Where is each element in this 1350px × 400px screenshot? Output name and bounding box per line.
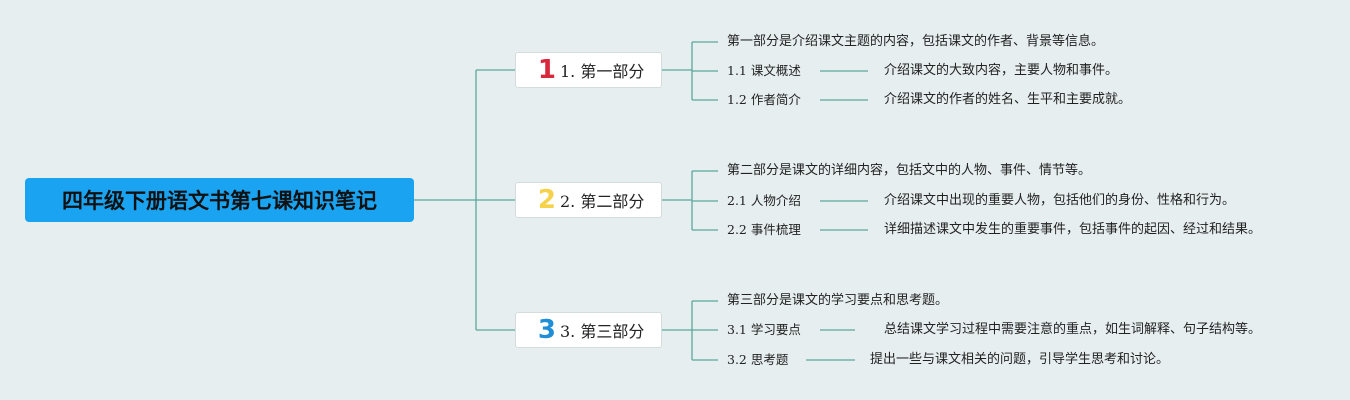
subtopic-detail-1-2[interactable]: 介绍课文的作者的姓名、生平和主要成就。 [884,92,1132,107]
subtopic-detail-2-2[interactable]: 详细描述课文中发生的重要事件，包括事件的起因、经过和结果。 [884,222,1262,237]
subtopic-label-2-1[interactable]: 2.1 人物介绍 [727,193,801,208]
branch-label: 3. 第三部分 [560,322,645,341]
root-title: 四年级下册语文书第七课知识笔记 [62,189,377,213]
branch-label: 1. 第一部分 [560,62,645,81]
branch-node-1[interactable]: 1 1. 第一部分 [515,52,662,88]
subtopic-detail-2-1[interactable]: 介绍课文中出现的重要人物，包括他们的身份、性格和行为。 [884,193,1236,208]
number-1-icon: 1 [537,55,556,85]
subtopic-label-2-2[interactable]: 2.2 事件梳理 [727,222,801,237]
branch-node-2[interactable]: 2 2. 第二部分 [515,182,662,218]
branch-2-summary[interactable]: 第二部分是课文的详细内容，包括文中的人物、事件、情节等。 [727,163,1092,178]
subtopic-label-1-1[interactable]: 1.1 课文概述 [727,63,801,78]
subtopic-detail-1-1[interactable]: 介绍课文的大致内容，主要人物和事件。 [884,63,1119,78]
subtopic-detail-3-1[interactable]: 总结课文学习过程中需要注意的重点，如生词解释、句子结构等。 [884,322,1262,337]
branch-3-summary[interactable]: 第三部分是课文的学习要点和思考题。 [727,293,949,308]
subtopic-detail-3-2[interactable]: 提出一些与课文相关的问题，引导学生思考和讨论。 [870,352,1170,367]
branch-1-summary[interactable]: 第一部分是介绍课文主题的内容，包括课文的作者、背景等信息。 [727,34,1105,49]
branch-node-3[interactable]: 3 3. 第三部分 [515,312,662,348]
subtopic-label-3-1[interactable]: 3.1 学习要点 [727,322,801,337]
branch-label: 2. 第二部分 [560,192,645,211]
subtopic-label-3-2[interactable]: 3.2 思考题 [727,352,789,367]
number-2-icon: 2 [537,185,556,215]
subtopic-label-1-2[interactable]: 1.2 作者简介 [727,92,801,107]
root-node[interactable]: 四年级下册语文书第七课知识笔记 [25,178,414,222]
number-3-icon: 3 [537,315,556,345]
